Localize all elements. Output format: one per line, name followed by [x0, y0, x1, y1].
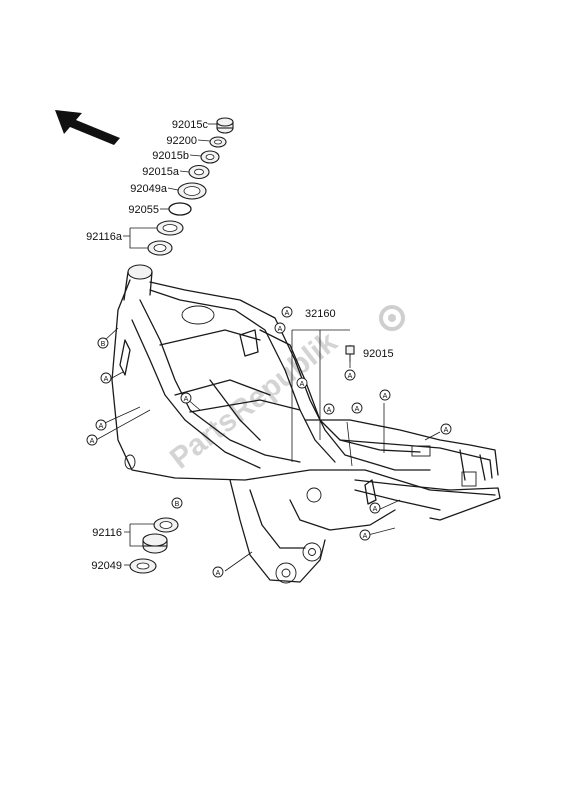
marker-a: A: [440, 423, 452, 435]
part-labels: 92015c 92200 92015b 92015a 92049a 92055 …: [86, 119, 393, 572]
svg-text:B: B: [101, 341, 106, 348]
svg-text:A: A: [363, 533, 368, 540]
svg-text:A: A: [99, 423, 104, 430]
marker-a: A: [281, 306, 293, 318]
marker-a: A: [351, 402, 363, 414]
marker-a: A: [86, 434, 98, 446]
svg-text:B: B: [175, 501, 180, 508]
label-92200: 92200: [166, 135, 197, 147]
ring-92055: [168, 202, 192, 216]
label-92015c: 92015c: [172, 119, 209, 131]
bolt-92015: [345, 345, 355, 362]
nut-92015c: [216, 117, 234, 134]
marker-a: A: [100, 372, 112, 384]
marker-a: A: [274, 322, 286, 334]
marker-a: A: [212, 566, 224, 578]
svg-text:A: A: [327, 407, 332, 414]
marker-a: A: [296, 377, 308, 389]
front-arrow-icon: [55, 110, 120, 145]
washer-92200: [209, 136, 227, 148]
marker-a: A: [344, 369, 356, 381]
watermark: PartsRepublik: [164, 305, 405, 476]
label-92049a: 92049a: [130, 183, 168, 195]
label-92116: 92116: [92, 527, 122, 539]
marker-a: A: [369, 502, 381, 514]
marker-a: A: [379, 389, 391, 401]
bearing-92116: [153, 517, 179, 533]
marker-b: B: [171, 497, 183, 509]
label-32160: 32160: [305, 308, 336, 320]
svg-text:A: A: [184, 396, 189, 403]
label-92049: 92049: [91, 560, 122, 572]
marker-a: A: [359, 529, 371, 541]
bearing-92116a-lower: [147, 240, 173, 256]
frame-32160: [111, 264, 501, 584]
gear-logo-icon: [379, 305, 405, 331]
svg-text:A: A: [373, 506, 378, 513]
svg-text:A: A: [90, 438, 95, 445]
nut-92015a: [188, 164, 210, 180]
svg-text:A: A: [444, 427, 449, 434]
marker-a: A: [323, 403, 335, 415]
svg-text:A: A: [348, 373, 353, 380]
label-92015a: 92015a: [142, 166, 180, 178]
svg-text:A: A: [355, 406, 360, 413]
svg-text:A: A: [216, 570, 221, 577]
svg-text:A: A: [104, 376, 109, 383]
label-92055: 92055: [128, 204, 159, 216]
seal-92049a: [177, 182, 207, 200]
svg-text:A: A: [383, 393, 388, 400]
steering-parts: [147, 117, 234, 256]
marker-a: A: [180, 392, 192, 404]
bearing-92116-race: [142, 533, 168, 554]
lower-bearing-parts: [129, 517, 179, 574]
nut-92015b: [200, 150, 220, 164]
svg-text:A: A: [278, 326, 283, 333]
marker-b: B: [97, 337, 109, 349]
marker-a: A: [95, 419, 107, 431]
label-92116a: 92116a: [86, 231, 123, 243]
label-92015: 92015: [363, 348, 394, 360]
svg-text:A: A: [300, 381, 305, 388]
label-92015b: 92015b: [152, 150, 189, 162]
bearing-92116a-upper: [156, 220, 184, 236]
reference-markers: A A A A A A A A A A A A A A A B B: [86, 306, 452, 578]
seal-92049: [129, 558, 157, 574]
svg-text:A: A: [285, 310, 290, 317]
